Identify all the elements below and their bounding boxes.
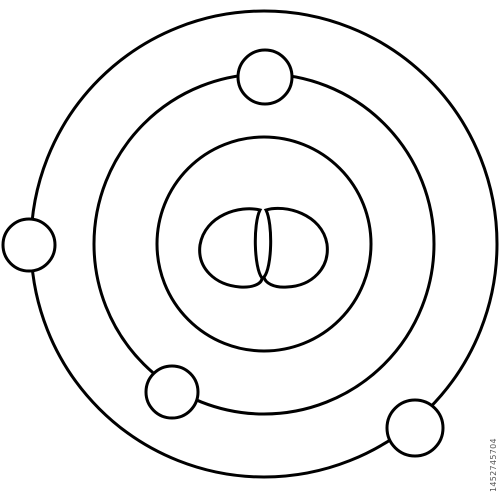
nucleus <box>198 206 329 289</box>
orbit-middle <box>92 72 436 416</box>
electron-middle-top <box>236 48 294 106</box>
electron-middle-lower-left <box>144 364 200 420</box>
electron-outer-lower-right <box>385 398 445 458</box>
electron-outer-left <box>1 217 57 273</box>
orbit-inner <box>155 135 373 353</box>
nucleus-particle-left <box>198 207 264 289</box>
nucleus-particle-right <box>262 206 329 289</box>
